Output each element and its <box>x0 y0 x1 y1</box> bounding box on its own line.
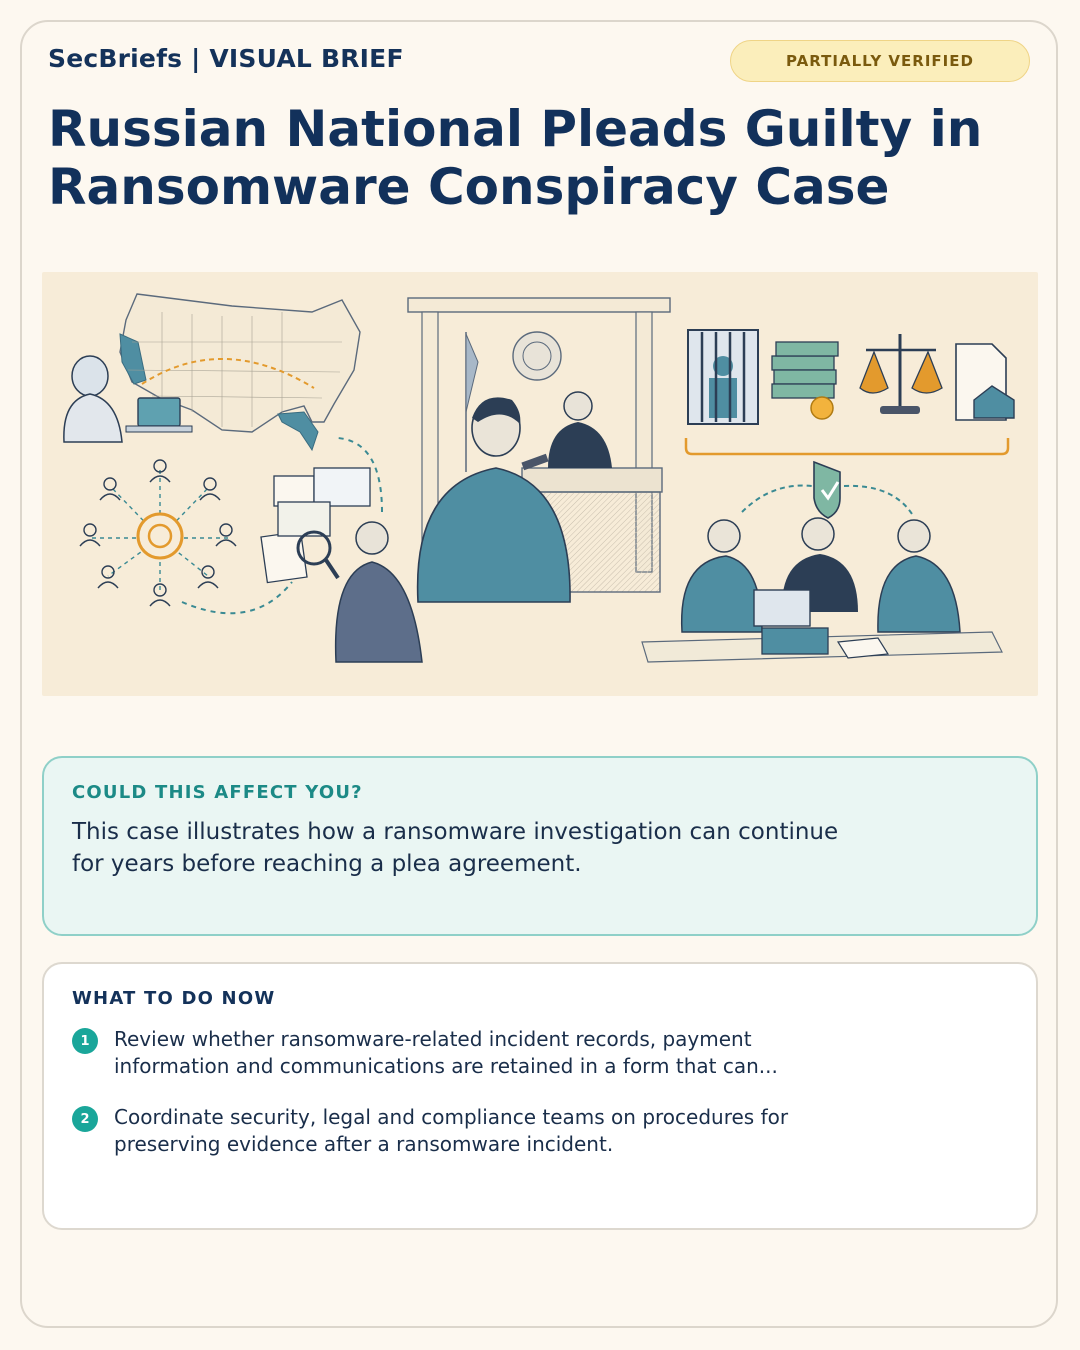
defendant <box>416 397 571 603</box>
step-number-badge: 2 <box>72 1106 98 1132</box>
step-text: Review whether ransomware-related incide… <box>114 1027 778 1078</box>
hero-illustration <box>42 272 1038 696</box>
verification-badge: PARTIALLY VERIFIED <box>730 40 1030 82</box>
step-number-badge: 1 <box>72 1028 98 1054</box>
legal-team-meeting <box>641 460 1003 663</box>
page-title: Russian National Pleads Guilty in Ransom… <box>48 100 983 216</box>
hooded-hacker <box>63 355 193 443</box>
investigator <box>296 521 423 663</box>
brand-label: SecBriefs | VISUAL BRIEF <box>48 44 404 73</box>
evidence-documents <box>260 467 371 584</box>
todo-heading: WHAT TO DO NOW <box>72 988 276 1009</box>
step-text: Coordinate security, legal and complianc… <box>114 1105 789 1156</box>
affect-heading: COULD THIS AFFECT YOU? <box>72 782 363 803</box>
affect-text: This case illustrates how a ransomware i… <box>72 819 839 877</box>
penalties <box>684 329 1015 456</box>
todo-panel: WHAT TO DO NOW 1 Review whether ransomwa… <box>42 962 1038 1230</box>
us-map <box>119 293 361 452</box>
affect-panel: COULD THIS AFFECT YOU? This case illustr… <box>42 756 1038 936</box>
network-target <box>79 437 383 615</box>
